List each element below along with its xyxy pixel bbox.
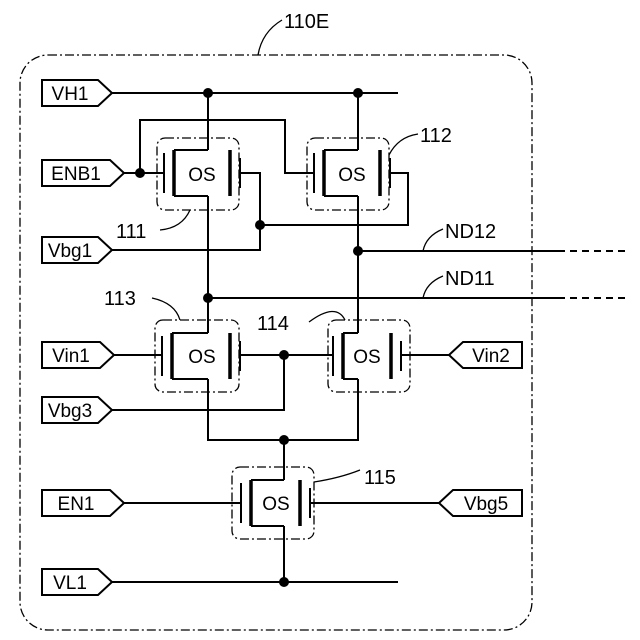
- terminal-enb1: ENB1: [42, 160, 124, 186]
- terminal-vl1: VL1: [42, 569, 112, 595]
- terminal-en1: EN1: [42, 490, 124, 516]
- terminal-vbg5-label: Vbg5: [464, 494, 508, 515]
- terminal-vin1-label: Vin1: [52, 346, 90, 367]
- terminal-vbg3-label: Vbg3: [48, 401, 92, 422]
- terminal-vh1: VH1: [42, 80, 112, 106]
- transistor-112: OS: [307, 138, 390, 210]
- terminal-vh1-label: VH1: [52, 84, 89, 105]
- junction-dot: [353, 88, 363, 98]
- t112-backgate-wire: [260, 173, 408, 225]
- terminal-vl1-label: VL1: [53, 573, 87, 594]
- ref-112-leader: [389, 134, 418, 155]
- ref-113-leader: [152, 298, 180, 320]
- ref-114-label: 114: [257, 313, 289, 335]
- transistor-113-type: OS: [188, 347, 215, 368]
- module-label: 110E: [284, 11, 329, 33]
- nd12-label: ND12: [445, 221, 496, 243]
- terminal-enb1-label: ENB1: [51, 164, 101, 185]
- transistor-111: OS: [157, 138, 240, 210]
- junction-dot: [353, 246, 363, 256]
- terminal-vin1: Vin1: [42, 342, 114, 368]
- ref-112-label: 112: [420, 125, 452, 147]
- ref-113-label: 113: [104, 288, 136, 310]
- terminal-vbg3: Vbg3: [42, 397, 112, 423]
- junction-dot: [279, 350, 289, 360]
- ref-115-leader: [314, 470, 360, 482]
- enb1-loop-to-t112-gate: [140, 120, 314, 173]
- ref-111-leader: [160, 210, 190, 230]
- transistor-114: OS: [328, 320, 410, 392]
- junction-dot: [279, 577, 289, 587]
- module-label-leader: [258, 20, 282, 55]
- terminal-en1-label: EN1: [58, 494, 95, 515]
- terminal-vbg1: Vbg1: [42, 237, 112, 263]
- transistor-114-type: OS: [353, 347, 380, 368]
- transistor-112-type: OS: [338, 165, 365, 186]
- terminal-vbg1-label: Vbg1: [48, 241, 92, 262]
- junction-dot: [255, 220, 265, 230]
- t111-backgate-wire: [240, 173, 260, 225]
- nd12-label-leader: [423, 229, 443, 251]
- junction-dot: [279, 435, 289, 445]
- ref-115-label: 115: [364, 467, 396, 489]
- transistor-113: OS: [155, 320, 240, 392]
- terminal-vbg5: Vbg5: [439, 490, 522, 516]
- nd11-label: ND11: [445, 268, 495, 290]
- transistor-111-type: OS: [188, 165, 215, 186]
- junction-dot: [203, 293, 213, 303]
- terminal-vin2-label: Vin2: [472, 346, 510, 367]
- junction-dot: [203, 88, 213, 98]
- ref-111-label: 111: [116, 221, 146, 243]
- nd11-label-leader: [423, 276, 443, 298]
- transistor-115: OS: [232, 467, 314, 539]
- junction-dot: [135, 168, 145, 178]
- terminal-vin2: Vin2: [449, 342, 522, 368]
- transistor-115-type: OS: [262, 494, 289, 515]
